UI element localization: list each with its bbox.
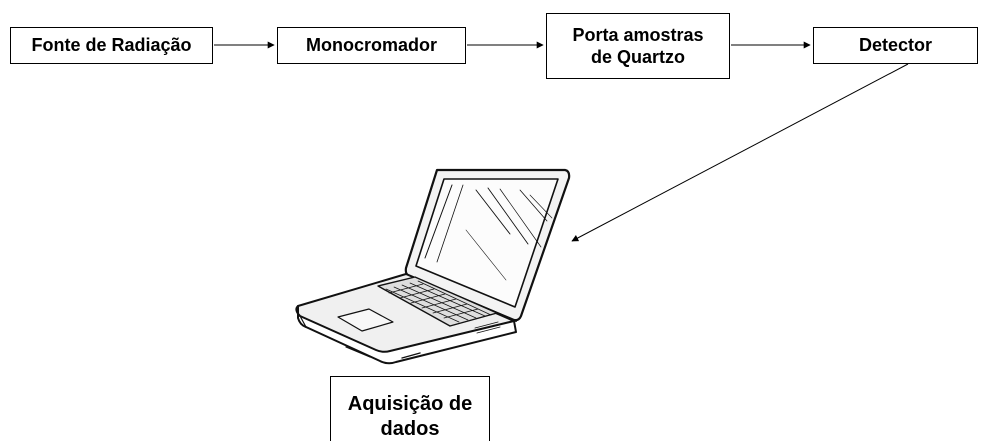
node-label: Detector — [858, 35, 933, 56]
node-monocromador: Monocromador — [277, 27, 466, 64]
node-detector: Detector — [813, 27, 978, 64]
node-aquisicao-de-dados: Aquisição de dados — [330, 376, 490, 441]
node-label-line1: Porta amostras — [572, 24, 704, 45]
node-porta-amostras: Porta amostras de Quartzo — [546, 13, 730, 79]
node-label-line2: dados — [380, 417, 440, 440]
node-label-line2: de Quartzo — [590, 47, 685, 67]
laptop-icon — [295, 168, 571, 365]
arrow-detector-to-computer — [571, 63, 909, 242]
node-label: Fonte de Radiação — [31, 35, 192, 56]
node-label-line1: Aquisição de — [347, 392, 473, 415]
node-label: Monocromador — [305, 35, 437, 56]
node-fonte-de-radiacao: Fonte de Radiação — [10, 27, 213, 64]
